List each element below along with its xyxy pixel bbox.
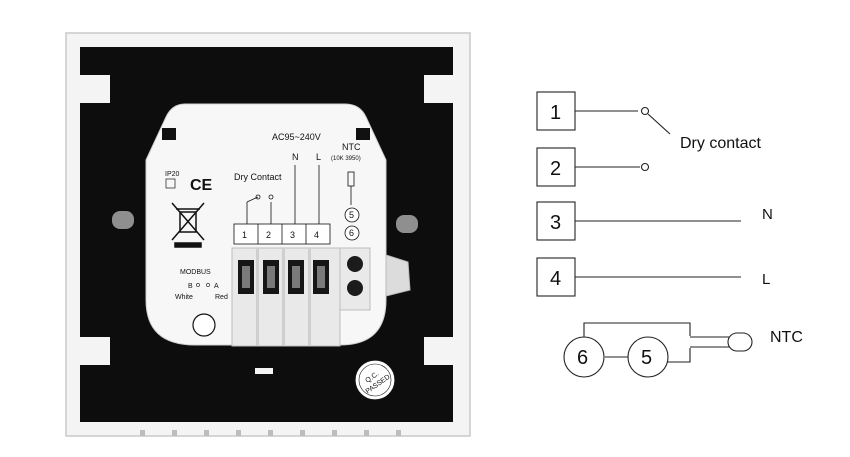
voltage-label: AC95~240V (272, 132, 321, 142)
corner-block (356, 128, 370, 140)
ip-rating-text: IP20 (165, 171, 180, 178)
schematic-terminal-box (536, 201, 576, 241)
ntc-node-number: 5 (641, 347, 652, 369)
terminal-block (231, 247, 341, 347)
dry-contact-label: Dry Contact (234, 172, 282, 182)
ntc-terminal-number: 5 (349, 210, 354, 220)
notch (424, 337, 454, 365)
notch (80, 337, 110, 365)
notch (80, 75, 110, 103)
wiring-schematic (536, 91, 753, 378)
modbus-red-label: Red (215, 294, 228, 301)
bottom-teeth (140, 430, 401, 436)
screw-slot (396, 215, 418, 233)
terminal-number: 1 (242, 230, 247, 240)
ntc-screw (347, 280, 363, 296)
weee-bin-icon (171, 202, 205, 248)
modbus-dot (196, 283, 200, 287)
l-terminal-label: L (316, 152, 321, 162)
modbus-port (192, 313, 216, 337)
terminal-number: 2 (266, 230, 271, 240)
l-text: L (762, 271, 770, 288)
ntc-probe-tip (727, 332, 753, 352)
ntc-node-circle (563, 336, 605, 378)
screw-slot (112, 211, 134, 229)
schematic-labels: 1 2 3 4 Dry contact N L NTC 6 5 (550, 102, 803, 369)
thermostat-back: IP20 CE AC95~240V Dry Contact N L NTC (1… (65, 32, 471, 437)
n-terminal-label: N (292, 152, 299, 162)
ntc-spec-label: (10K 3950) (331, 156, 361, 162)
contact-point (640, 162, 650, 172)
schematic-terminal-number: 1 (550, 102, 561, 124)
modbus-white-label: White (175, 294, 193, 301)
corner-block (162, 128, 176, 140)
ip-rating-box (165, 178, 176, 189)
ntc-probe-symbol (347, 171, 355, 205)
ntc-terminal-number: 6 (349, 228, 354, 238)
terminal-number: 3 (290, 230, 295, 240)
ntc-terminal-housing (339, 247, 371, 311)
schematic-terminal-box (536, 257, 576, 297)
schematic-terminal-box (536, 91, 576, 131)
ntc-label: NTC (342, 142, 361, 152)
ntc-node-circle (627, 336, 669, 378)
qc-passed-sticker: Q.C. PASSED (354, 359, 396, 401)
modbus-label: MODBUS (180, 269, 211, 276)
terminal-number-strip: 1 2 3 4 (233, 223, 331, 245)
n-text: N (762, 206, 773, 223)
dry-contact-text: Dry contact (680, 135, 761, 152)
contact-point (640, 106, 650, 116)
dry-contact-symbol (246, 194, 274, 224)
modbus-dot (206, 283, 210, 287)
terminal-number: 4 (314, 230, 319, 240)
ntc-node-number: 6 (577, 347, 588, 369)
schematic-terminal-number: 3 (550, 212, 561, 234)
modbus-b-label: B (188, 283, 193, 290)
ntc-screw (347, 256, 363, 272)
schematic-terminal-number: 2 (550, 158, 561, 180)
side-clip (385, 254, 411, 297)
ntc-terminal-circle (344, 207, 360, 223)
ntc-text: NTC (770, 329, 803, 346)
modbus-a-label: A (214, 283, 219, 290)
ntc-wire-bottom (663, 348, 691, 363)
schematic-terminal-number: 4 (550, 268, 561, 290)
notch (424, 75, 454, 103)
bottom-slot (255, 368, 273, 374)
ntc-terminal-circle (344, 225, 360, 241)
ce-mark: CE (190, 177, 213, 194)
